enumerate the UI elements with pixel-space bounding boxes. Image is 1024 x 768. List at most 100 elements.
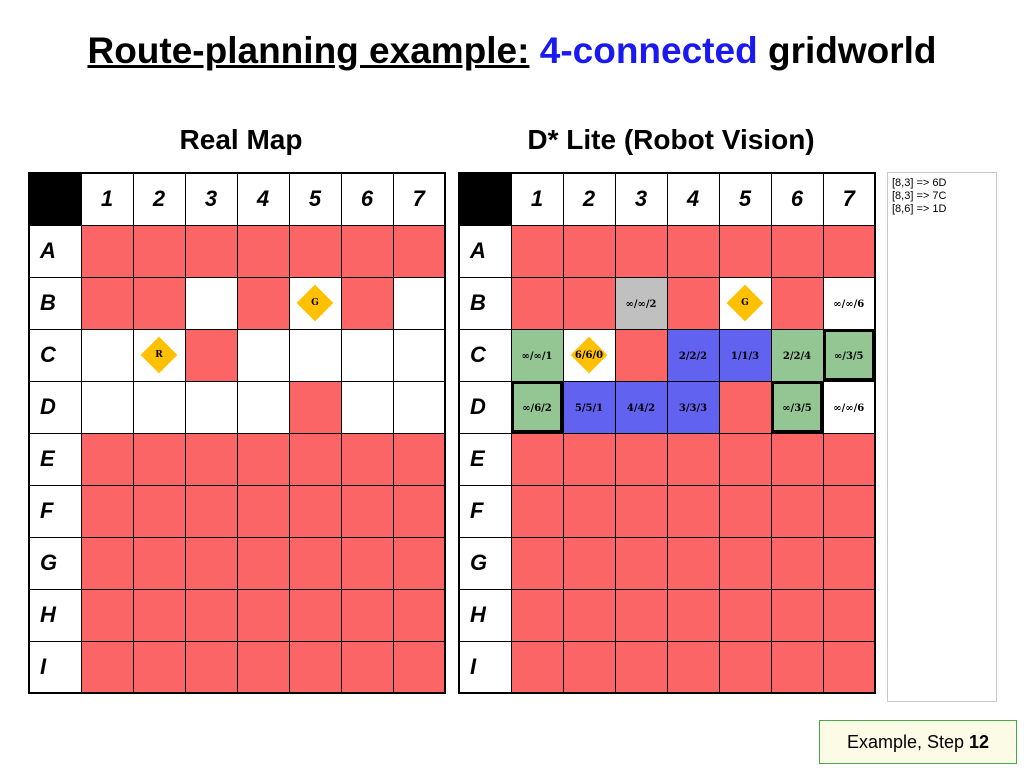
robot-vision-cell-B5: G <box>718 276 772 330</box>
title-main: Route-planning example: <box>87 30 530 71</box>
robot-vision-cell-A2 <box>562 224 616 278</box>
real-map-cell-G7 <box>392 536 446 590</box>
robot-vision-cell-I6 <box>770 640 824 694</box>
grid-row-H: H <box>458 588 876 642</box>
robot-vision-cell-F4 <box>666 484 720 538</box>
robot-vision-cell-F3 <box>614 484 668 538</box>
robot-vision-cell-G1 <box>510 536 564 590</box>
robot-vision-cell-C4: 2/2/2 <box>666 328 720 382</box>
robot-vision-cell-I1 <box>510 640 564 694</box>
real-map-cell-F4 <box>236 484 290 538</box>
real-map-cell-D2 <box>132 380 186 434</box>
column-header-5: 5 <box>718 172 772 226</box>
row-header-E: E <box>458 432 512 486</box>
grid-row-A: A <box>28 224 446 278</box>
marker-label: G <box>741 298 749 308</box>
real-map-heading: Real Map <box>179 124 303 155</box>
cell-value: 5/5/1 <box>574 403 604 414</box>
robot-vision-cell-D4: 3/3/3 <box>666 380 720 434</box>
row-header-D: D <box>458 380 512 434</box>
row-header-A: A <box>28 224 82 278</box>
real-map-cell-E5 <box>288 432 342 486</box>
cell-value: 4/4/2 <box>626 403 656 414</box>
real-map-cell-H2 <box>132 588 186 642</box>
robot-vision-cell-I7 <box>822 640 876 694</box>
real-map-cell-E4 <box>236 432 290 486</box>
row-header-B: B <box>28 276 82 330</box>
robot-vision-cell-F7 <box>822 484 876 538</box>
cell-value: ∞/3/5 <box>782 403 812 414</box>
robot-vision-cell-E2 <box>562 432 616 486</box>
step-number: 12 <box>969 731 990 752</box>
robot-vision-cell-C2: 6/6/0 <box>562 328 616 382</box>
robot-vision-cell-F1 <box>510 484 564 538</box>
real-map-cell-C5 <box>288 328 342 382</box>
real-map-cell-G3 <box>184 536 238 590</box>
real-map-cell-I4 <box>236 640 290 694</box>
real-map-cell-B4 <box>236 276 290 330</box>
robot-vision-cell-A7 <box>822 224 876 278</box>
robot-vision-cell-H3 <box>614 588 668 642</box>
marker-label: 6/6/0 <box>574 349 604 361</box>
robot-vision-cell-C1: ∞/∞/1 <box>510 328 564 382</box>
step-indicator: Example, Step 12 <box>819 720 1017 764</box>
row-header-F: F <box>458 484 512 538</box>
robot-vision-cell-I4 <box>666 640 720 694</box>
robot-vision-cell-D1: ∞/6/2 <box>510 380 564 434</box>
real-map-cell-D1 <box>80 380 134 434</box>
robot-vision-cell-G3 <box>614 536 668 590</box>
robot-vision-cell-G4 <box>666 536 720 590</box>
real-map-cell-A4 <box>236 224 290 278</box>
cell-value: ∞/∞/6 <box>833 299 865 310</box>
grid-row-I: I <box>458 640 876 694</box>
real-map-cell-E1 <box>80 432 134 486</box>
real-map-cell-F3 <box>184 484 238 538</box>
column-header-2: 2 <box>562 172 616 226</box>
log-entry: [8,3] => 6D <box>892 177 947 189</box>
real-map-cell-H5 <box>288 588 342 642</box>
real-map-cell-I7 <box>392 640 446 694</box>
real-map-cell-B2 <box>132 276 186 330</box>
log-panel[interactable]: [8,3] => 6D[8,3] => 7C[8,6] => 1D <box>887 172 997 702</box>
robot-vision-heading: D* Lite (Robot Vision) <box>527 124 815 155</box>
robot-vision-cell-H2 <box>562 588 616 642</box>
real-map-cell-H7 <box>392 588 446 642</box>
grid-row-H: H <box>28 588 446 642</box>
real-map-cell-C7 <box>392 328 446 382</box>
column-header-7: 7 <box>392 172 446 226</box>
real-map-cell-I2 <box>132 640 186 694</box>
cell-value: ∞/6/2 <box>522 403 552 414</box>
robot-vision-cell-F5 <box>718 484 772 538</box>
step-label: Example, Step <box>846 731 965 752</box>
real-map-cell-B7 <box>392 276 446 330</box>
robot-vision-cell-H1 <box>510 588 564 642</box>
real-map-cell-D7 <box>392 380 446 434</box>
row-header-H: H <box>458 588 512 642</box>
real-map-cell-C6 <box>340 328 394 382</box>
slide-title: Route-planning example: 4-connected grid… <box>0 30 1024 72</box>
robot-vision-cell-D5 <box>718 380 772 434</box>
real-map-cell-H1 <box>80 588 134 642</box>
column-header-1: 1 <box>510 172 564 226</box>
real-map-cell-C1 <box>80 328 134 382</box>
robot-vision-cell-B6 <box>770 276 824 330</box>
grid-row-E: E <box>458 432 876 486</box>
cell-value: 2/2/2 <box>678 351 708 362</box>
real-map-cell-I1 <box>80 640 134 694</box>
real-map-cell-E3 <box>184 432 238 486</box>
real-map-cell-C2: R <box>132 328 186 382</box>
cell-value: ∞/3/5 <box>833 351 864 362</box>
robot-vision-cell-A5 <box>718 224 772 278</box>
marker-label: G <box>311 298 319 308</box>
robot-vision-cell-B2 <box>562 276 616 330</box>
real-map-cell-G2 <box>132 536 186 590</box>
robot-vision-cell-H4 <box>666 588 720 642</box>
robot-vision-cell-I3 <box>614 640 668 694</box>
robot-vision-cell-E3 <box>614 432 668 486</box>
robot-vision-cell-E7 <box>822 432 876 486</box>
